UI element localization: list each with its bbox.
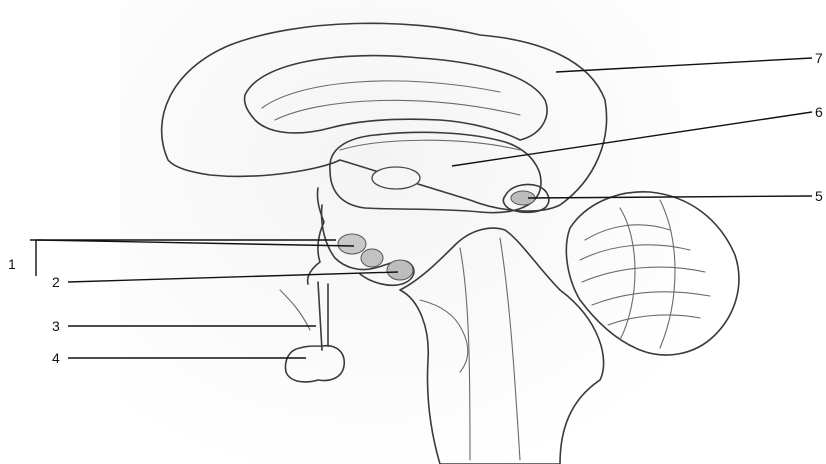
label-7: 7 (815, 50, 823, 66)
label-4: 4 (52, 350, 60, 366)
interthalamic-adhesion (372, 167, 420, 189)
optic-chiasm (338, 234, 366, 254)
label-5: 5 (815, 188, 823, 204)
label-6: 6 (815, 104, 823, 120)
label-3: 3 (52, 318, 60, 334)
leader-1-bracket (30, 240, 36, 276)
tuber-cinereum (361, 249, 383, 267)
mammillary-body (387, 260, 413, 280)
label-1: 1 (8, 256, 16, 272)
label-2: 2 (52, 274, 60, 290)
